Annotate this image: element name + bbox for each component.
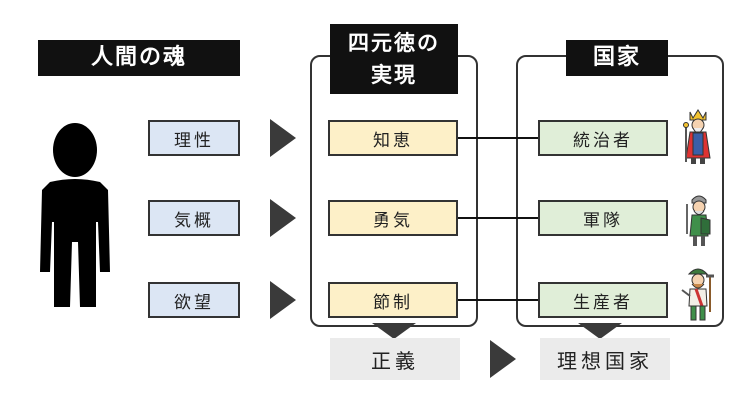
king-icon [683, 109, 711, 164]
soul-box-reason: 理性 [148, 120, 240, 156]
virtue-box-wisdom: 知恵 [328, 120, 458, 156]
arrow-down-icon [578, 323, 622, 339]
soul-box-appetite: 欲望 [148, 282, 240, 318]
farmer-icon [681, 268, 714, 321]
virtue-box-courage: 勇気 [328, 200, 458, 236]
soldier-icon [686, 195, 711, 246]
soul-box-spirit: 気概 [148, 200, 240, 236]
virtue-header-line1: 四元徳の [348, 31, 440, 55]
state-box-rulers: 統治者 [538, 120, 668, 156]
state-box-soldiers: 軍隊 [538, 200, 668, 236]
arrow-right-icon [270, 119, 296, 157]
ideal-state-box: 理想国家 [540, 338, 670, 380]
state-box-producers: 生産者 [538, 282, 668, 318]
arrow-right-icon [490, 340, 516, 378]
soul-header: 人間の魂 [38, 40, 240, 76]
arrow-right-icon [270, 199, 296, 237]
justice-box: 正義 [330, 338, 460, 380]
connector-line [458, 217, 538, 219]
arrow-down-icon [372, 323, 416, 339]
state-header: 国家 [566, 40, 668, 76]
arrow-right-icon [270, 281, 296, 319]
human-silhouette-icon [40, 123, 110, 307]
connector-line [458, 299, 538, 301]
virtue-header-line2: 実現 [371, 63, 417, 87]
virtue-box-temperance: 節制 [328, 282, 458, 318]
virtue-header: 四元徳の 実現 [330, 24, 458, 94]
connector-line [458, 137, 538, 139]
